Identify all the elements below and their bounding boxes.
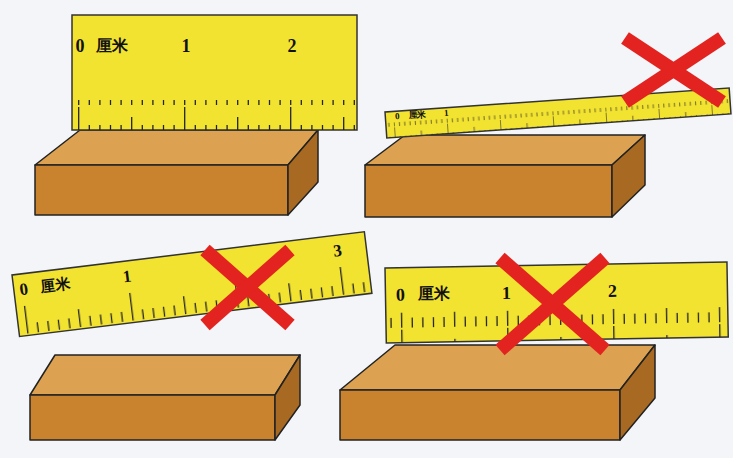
ruler [385,88,731,138]
ruler-number: 1 [444,109,449,118]
ruler [72,15,357,130]
wrong-mark [205,38,722,350]
ruler-number: 1 [502,284,511,302]
unit-label: 厘米 [96,38,128,54]
ruler-number: 0 [76,37,85,55]
ruler-number: 0 [396,286,405,304]
unit-label: 厘米 [408,110,427,120]
ruler-number: 2 [608,282,617,300]
unit-label: 厘米 [417,286,449,303]
unit-label: 厘米 [40,276,72,295]
ruler-number: 1 [182,37,191,55]
ruler-number: 2 [288,37,297,55]
ruler [12,232,372,337]
ruler-number: 0 [395,112,400,121]
